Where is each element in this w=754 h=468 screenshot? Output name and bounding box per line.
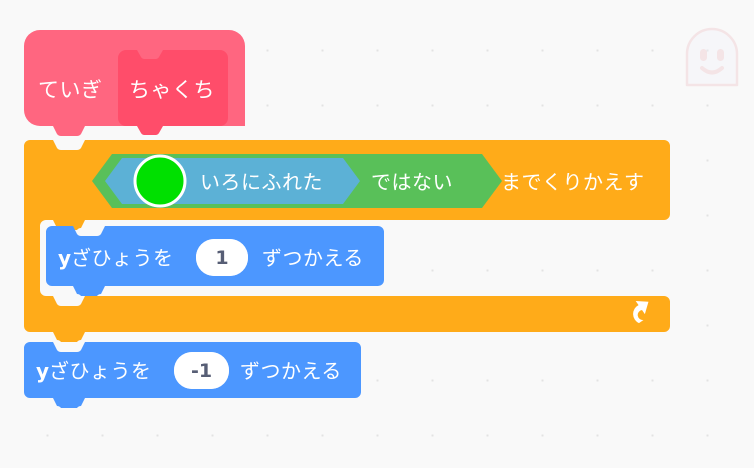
change-y-middle-label-2: ざひょうを — [49, 359, 152, 383]
loop-arrow-icon — [633, 300, 649, 324]
repeat-until-label: までくりかえす — [501, 170, 645, 194]
touching-color-label: いろにふれた — [200, 170, 323, 194]
change-y-prefix-label-1: y — [58, 246, 72, 270]
change-y-suffix-label-2: ずつかえる — [240, 359, 342, 383]
change-y-middle-label-1: ざひょうを — [71, 246, 174, 270]
color-swatch[interactable] — [133, 154, 187, 208]
change-y-prefix-label-2: y — [36, 359, 50, 383]
custom-block-name-label: ちゃくち — [129, 78, 215, 102]
not-operator-label: ではない — [371, 170, 453, 194]
block-define-hat[interactable] — [24, 30, 245, 136]
define-label: ていぎ — [38, 78, 103, 102]
change-y-value-input-1[interactable]: 1 — [196, 239, 248, 276]
change-y-value-input-2[interactable]: -1 — [174, 352, 229, 389]
change-y-suffix-label-1: ずつかえる — [262, 246, 364, 270]
block-touching-color[interactable] — [105, 154, 360, 208]
